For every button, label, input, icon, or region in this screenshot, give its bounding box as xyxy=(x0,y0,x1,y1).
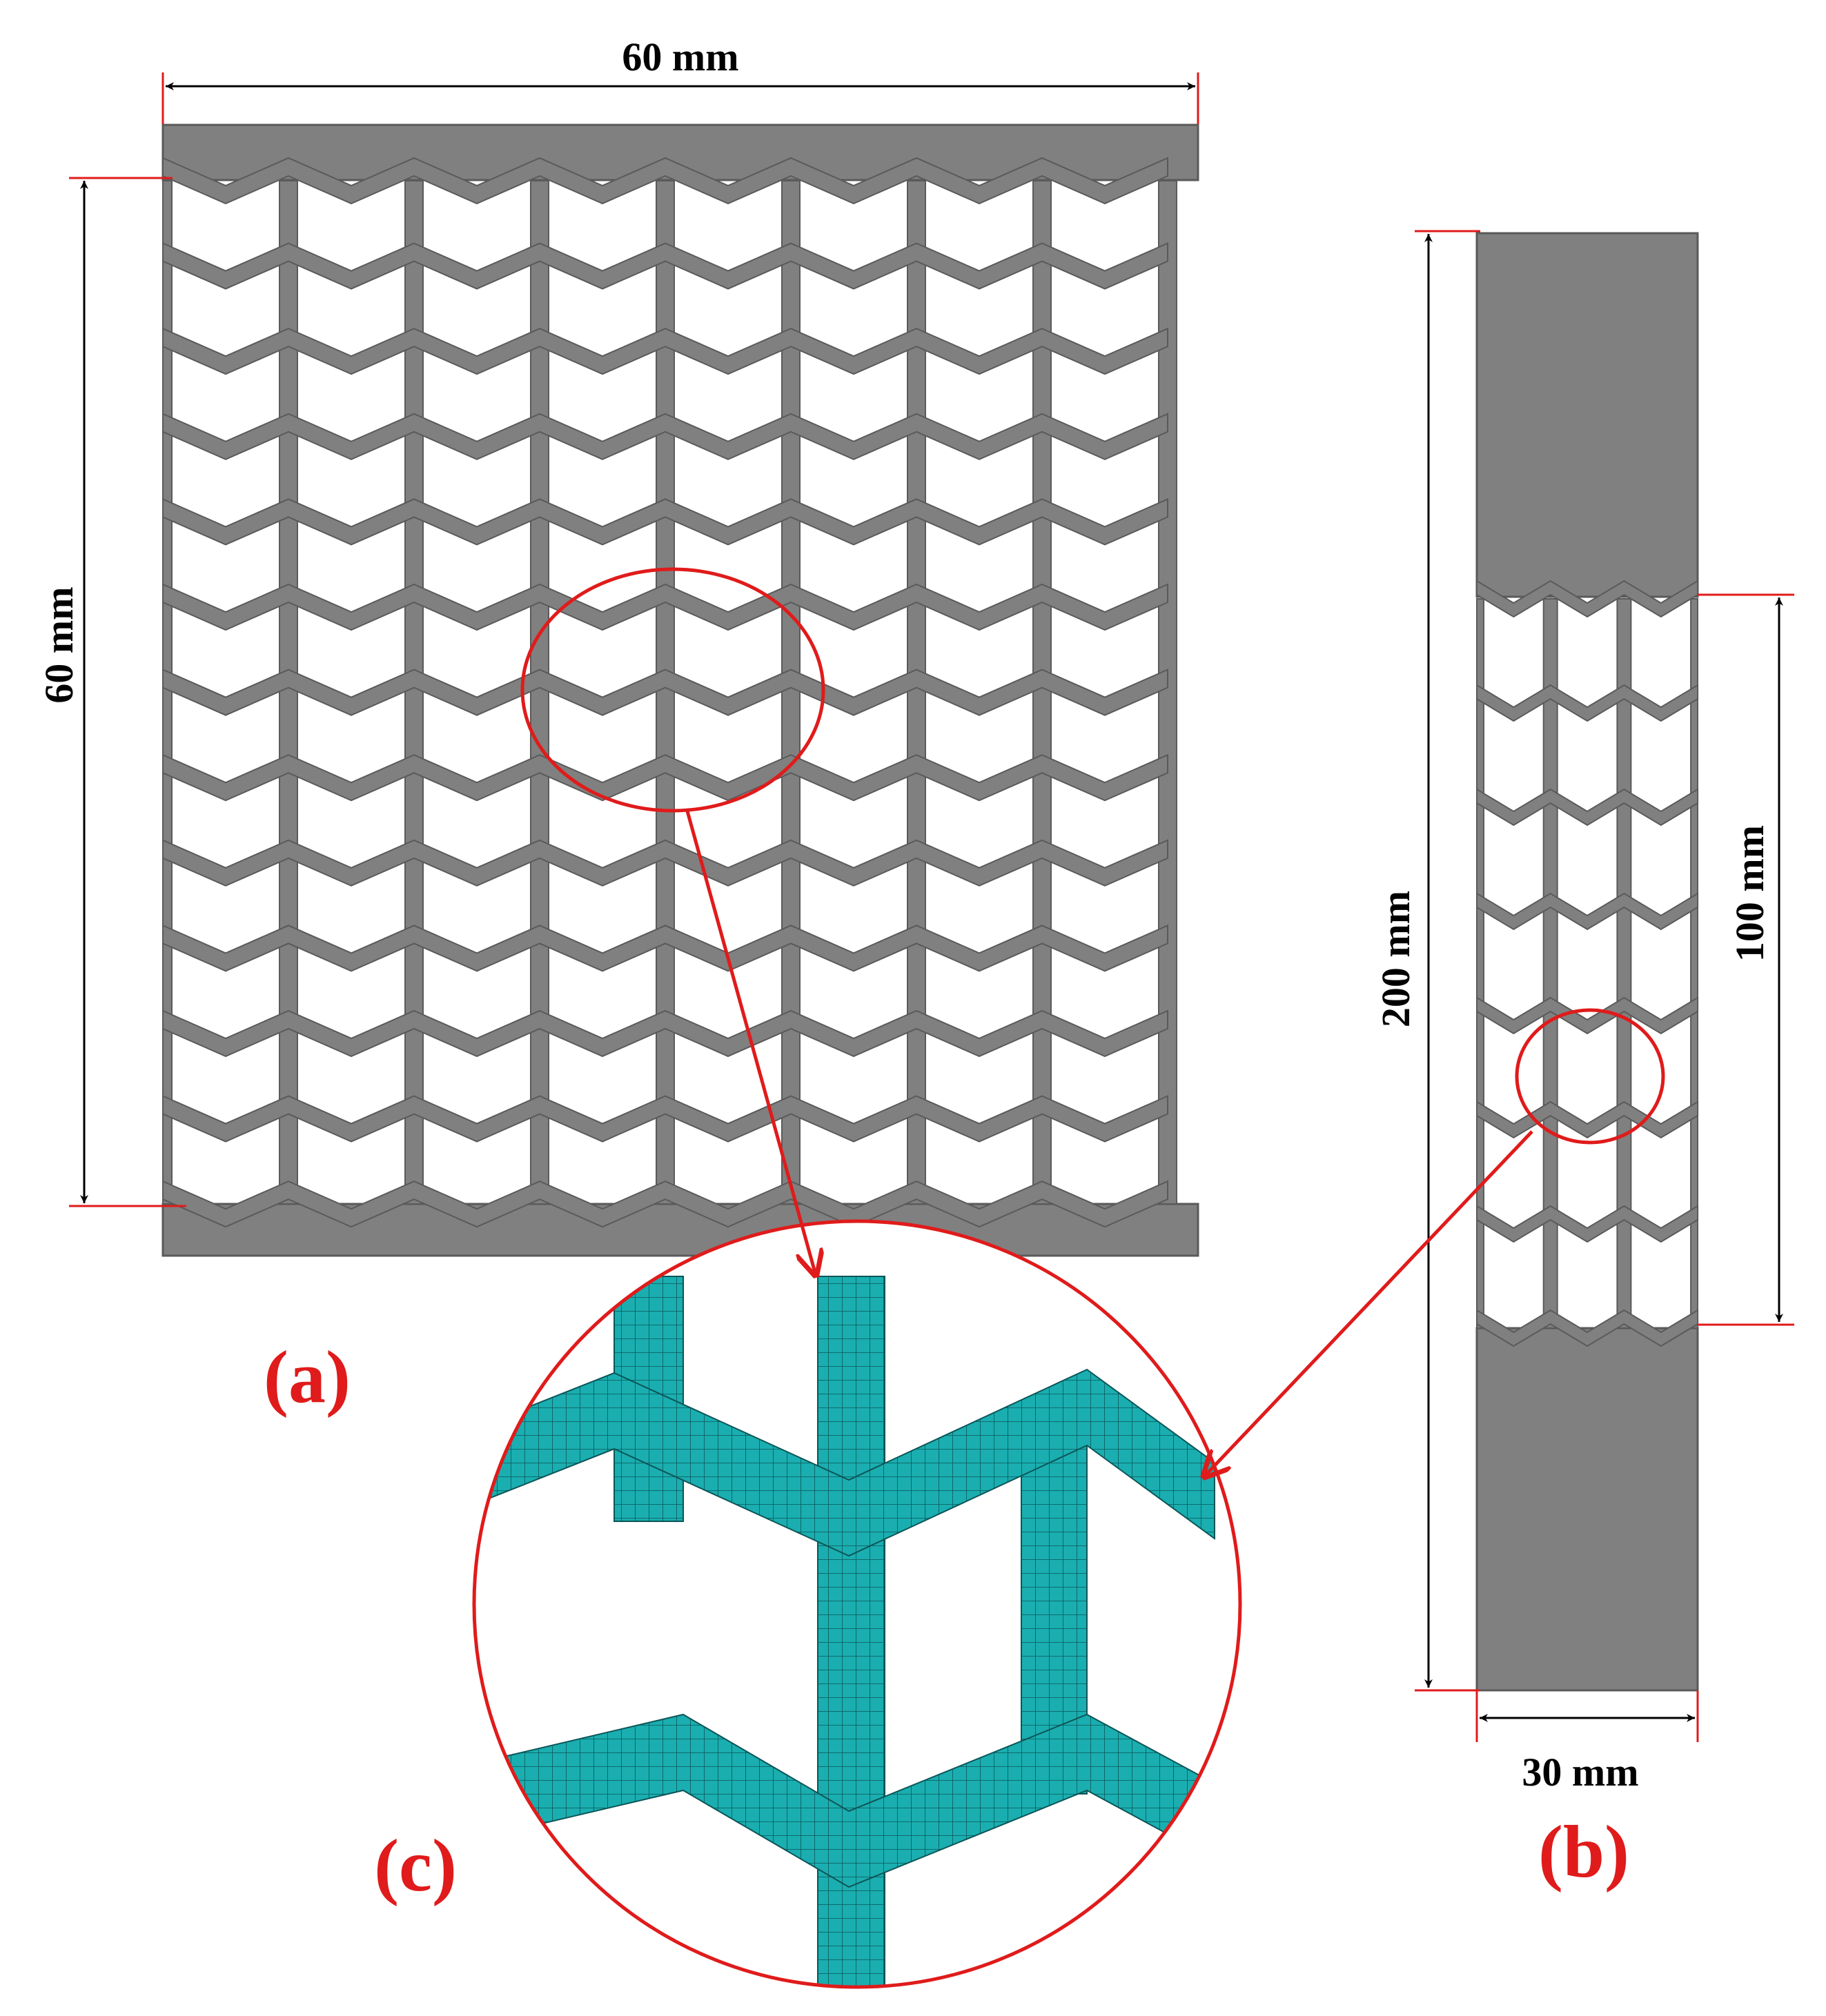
lattice-a-strut xyxy=(162,180,173,1205)
dim-a-width-text: 60 mm xyxy=(622,34,738,79)
lattice-a-strut xyxy=(279,180,298,1205)
lattice-a-strut xyxy=(530,180,549,1205)
dim-b-gauge-text: 100 mm xyxy=(1727,825,1772,962)
specimen-b-bottom-grip xyxy=(1475,1327,1699,1692)
lattice-a-strut xyxy=(404,180,424,1205)
callout-arrow-b xyxy=(1204,1130,1533,1476)
lattice-a-chevron xyxy=(162,1095,1168,1143)
lattice-a-chevron xyxy=(162,327,1168,375)
dim-b-length-text: 200 mm xyxy=(1373,891,1418,1027)
mesh-strut xyxy=(817,1276,885,1987)
lattice-a-chevron xyxy=(162,669,1168,716)
specimen-b-strut xyxy=(1616,598,1632,1329)
specimen-b-chevron xyxy=(1476,1100,1699,1139)
lattice-a-chevron xyxy=(162,413,1168,460)
panel-b: 200 mm 100 mm 30 mm (b) xyxy=(1373,230,1794,1893)
lattice-a-strut xyxy=(907,180,926,1205)
panel-a-label: (a) xyxy=(264,1336,351,1419)
specimen-b-strut xyxy=(1542,598,1558,1329)
lattice-a-strut xyxy=(1032,180,1052,1205)
panel-b-label: (b) xyxy=(1538,1811,1629,1893)
lattice-a-chevron xyxy=(162,1009,1168,1058)
panel-a: 60 mm 60 mm (a) xyxy=(37,34,1199,1419)
specimen-b-chevron xyxy=(1476,684,1699,722)
lattice-a-strut xyxy=(656,180,675,1205)
specimen-b-cells xyxy=(1476,580,1699,1347)
callout-arrow-a xyxy=(685,808,816,1275)
lattice-a-chevron xyxy=(162,1180,1168,1228)
lattice-a-chevron xyxy=(162,497,1168,546)
lattice-a-chevron xyxy=(162,242,1168,290)
lattice-a-chevron xyxy=(162,583,1168,631)
callout-ellipse-a xyxy=(520,567,825,813)
dim-a-height-text: 60 mm xyxy=(37,586,81,703)
lattice-a-chevron xyxy=(162,157,1168,205)
specimen-b-strut xyxy=(1690,598,1699,1329)
specimen-b-chevron xyxy=(1476,892,1699,931)
mesh-chevron xyxy=(474,1368,1215,1557)
specimen-b-chevron xyxy=(1476,788,1699,827)
lattice-a-chevron xyxy=(162,924,1168,972)
lattice-a-chevron xyxy=(162,839,1168,887)
zoom-circle-c xyxy=(472,1219,1242,1989)
lattice-a-strut xyxy=(781,180,801,1205)
callout-ellipse-b xyxy=(1515,1008,1665,1145)
lattice-a-strut xyxy=(1158,180,1177,1205)
lattice-a-cells xyxy=(162,157,1177,1228)
specimen-b-strut xyxy=(1476,598,1484,1329)
lattice-a-chevron xyxy=(162,753,1168,802)
dim-b-width-text: 30 mm xyxy=(1522,1750,1638,1795)
specimen-b-chevron xyxy=(1476,1205,1699,1243)
specimen-b-chevron xyxy=(1476,996,1699,1035)
panel-c-label: (c) xyxy=(374,1825,457,1907)
specimen-b-top-grip xyxy=(1475,232,1699,598)
